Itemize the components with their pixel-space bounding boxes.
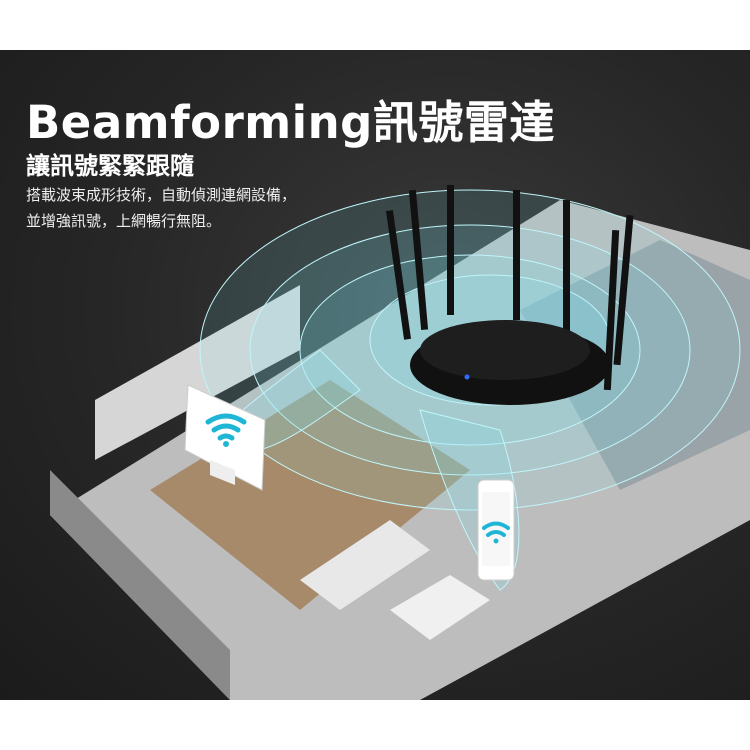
floorplan-wall-inner <box>95 285 300 460</box>
floorplan-room-living <box>150 380 470 610</box>
description-line: 並增強訊號，上網暢行無阻。 <box>26 212 222 230</box>
description-line: 搭載波束成形技術，自動偵測連網設備， <box>26 186 297 204</box>
wifi-icon <box>205 413 247 441</box>
phone-device <box>477 479 515 581</box>
floorplan-outer-wall <box>50 470 230 700</box>
headline: Beamforming訊號雷達 <box>26 96 555 149</box>
product-banner: Beamforming訊號雷達 讓訊號緊緊跟隨 搭載波束成形技術，自動偵測連網設… <box>0 50 750 700</box>
floorplan-room-bedroom <box>520 240 750 490</box>
router <box>385 185 634 405</box>
floorplan-table <box>390 575 490 640</box>
floorplan-illustration <box>50 185 750 700</box>
floorplan-sofa <box>300 520 430 610</box>
wifi-icon <box>482 521 510 537</box>
monitor-device <box>184 384 266 491</box>
subheadline: 讓訊號緊緊跟隨 <box>26 152 194 180</box>
